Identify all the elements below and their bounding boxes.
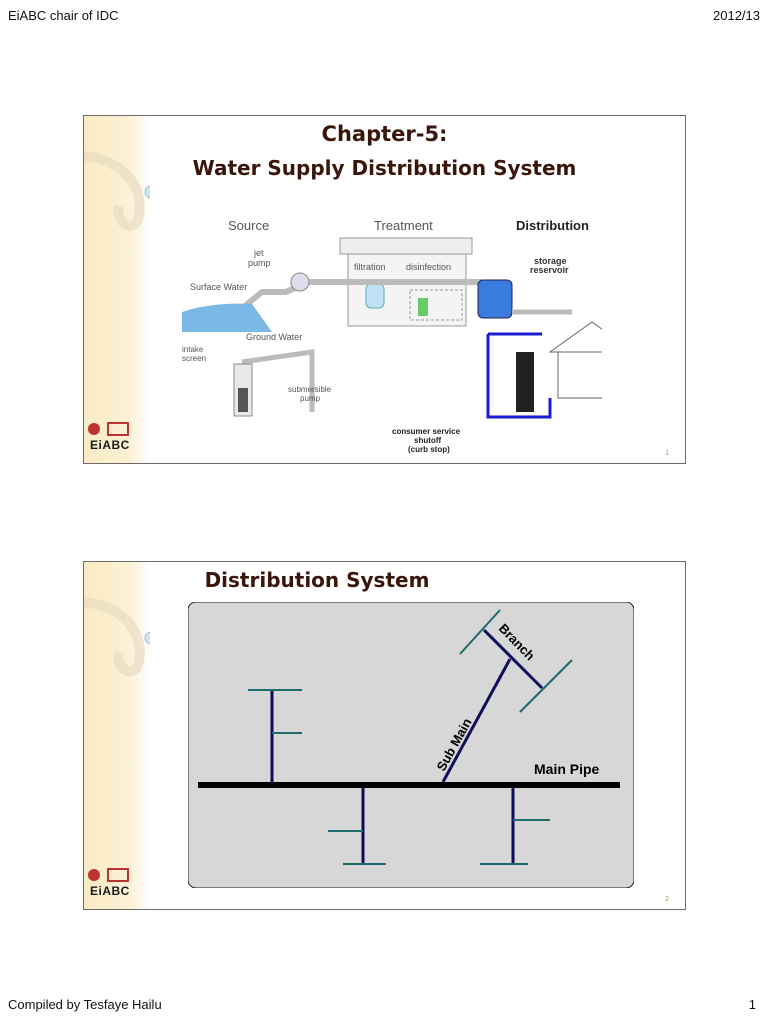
submersible-pump-icon bbox=[238, 388, 248, 412]
header-right: 2012/13 bbox=[713, 8, 760, 23]
logo-emblem-icon bbox=[88, 868, 129, 882]
eiabc-logo: EiABC bbox=[86, 419, 138, 461]
distribution-system-diagram: Main Pipe Sub Main Branch bbox=[188, 602, 634, 888]
logo-text: EiABC bbox=[90, 884, 130, 898]
filter-tank bbox=[365, 283, 385, 309]
swirl-icon bbox=[84, 597, 158, 677]
header-left: EiABC chair of IDC bbox=[8, 8, 119, 23]
branch-end-top bbox=[459, 609, 501, 655]
surface-water-body bbox=[182, 303, 272, 332]
footer-left: Compiled by Tesfaye Hailu bbox=[8, 997, 162, 1012]
surface-water-label: Surface Water bbox=[190, 282, 247, 292]
chemical-tank bbox=[418, 298, 428, 316]
treatment-roof bbox=[339, 237, 473, 255]
logo-emblem-icon bbox=[88, 422, 129, 436]
sub-main-diagonal bbox=[441, 658, 512, 783]
eiabc-logo: EiABC bbox=[86, 865, 138, 907]
slide-2: Distribution System Main Pipe Sub Main B… bbox=[83, 561, 686, 910]
house-icon bbox=[557, 351, 602, 399]
slide-page-number: 2 bbox=[665, 896, 669, 903]
slide-1: Chapter-5: Water Supply Distribution Sys… bbox=[83, 115, 686, 464]
decorative-strip bbox=[84, 116, 163, 463]
disinfection-box bbox=[409, 289, 463, 321]
logo-text: EiABC bbox=[90, 438, 130, 452]
house-roof bbox=[548, 321, 602, 353]
footer-page-number: 1 bbox=[748, 997, 756, 1012]
worker-figure bbox=[516, 352, 534, 412]
treatment-label: Treatment bbox=[374, 218, 433, 233]
distribution-label: Distribution bbox=[516, 218, 589, 233]
branch-diagonal bbox=[482, 628, 544, 690]
decorative-strip bbox=[84, 562, 158, 909]
branch-end-bottom bbox=[519, 659, 573, 713]
ground-water-label: Ground Water bbox=[246, 332, 302, 342]
main-pipe-label: Main Pipe bbox=[534, 761, 600, 777]
storage-reservoir-icon bbox=[477, 279, 513, 319]
jet-pump-icon bbox=[290, 272, 310, 292]
slide-title: Distribution System bbox=[204, 568, 430, 592]
slide-title-line1: Chapter-5: bbox=[321, 122, 448, 146]
slide-page-number: 1 bbox=[665, 450, 669, 457]
distribution-pipe bbox=[486, 334, 552, 419]
filtration-label: filtration bbox=[354, 262, 386, 272]
source-label: Source bbox=[228, 218, 269, 233]
ground-water-pipe bbox=[241, 349, 315, 412]
water-supply-diagram: Source Treatment Distribution filtration… bbox=[182, 218, 602, 454]
diagram-background bbox=[188, 602, 634, 888]
slide-title-line2: Water Supply Distribution System bbox=[192, 156, 577, 180]
disinfection-label: disinfection bbox=[406, 262, 451, 272]
